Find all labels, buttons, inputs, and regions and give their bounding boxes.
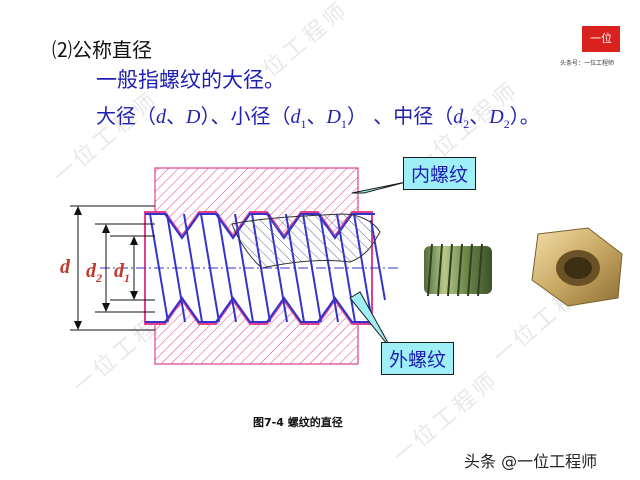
text-part: ）、小径（ xyxy=(200,104,291,128)
text-part: 、 xyxy=(166,104,186,128)
leader-inner xyxy=(351,181,407,194)
bolt-illustration xyxy=(424,243,492,297)
dimension-arrows xyxy=(74,206,138,330)
symbol-d1: d1 xyxy=(290,106,307,131)
section-title: ⑵公称直径 xyxy=(52,38,152,62)
callout-external-thread: 外螺纹 xyxy=(381,342,455,375)
text-part: 、 xyxy=(469,104,490,128)
text-part: 、 xyxy=(306,104,327,128)
cutaway-section xyxy=(231,213,381,269)
label-major-diameter: d xyxy=(60,256,70,278)
brand-logo: 一位 xyxy=(582,26,620,52)
text-part: 大径（ xyxy=(96,104,156,128)
leader-outer xyxy=(349,291,393,351)
symbol-d: d xyxy=(156,106,166,128)
symbol-D1: D1 xyxy=(326,106,347,131)
text-part: ）。 xyxy=(509,104,540,128)
label-pitch-diameter: d2 xyxy=(86,260,102,285)
diameter-terms-line: 大径（d、D）、小径（d1、D1） 、中径（d2、D2）。 xyxy=(96,100,540,132)
callout-internal-thread: 内螺纹 xyxy=(403,157,477,190)
figure-caption: 图7-4 螺纹的直径 xyxy=(253,416,343,429)
definition-line: 一般指螺纹的大径。 xyxy=(96,68,285,92)
symbol-D: D xyxy=(186,106,201,128)
nut-illustration xyxy=(531,227,623,307)
dimension-lines xyxy=(70,205,155,331)
symbol-d2: d2 xyxy=(453,106,470,131)
external-thread-crest-bottom xyxy=(145,296,375,323)
symbol-D2: D2 xyxy=(489,106,510,131)
label-minor-diameter: d1 xyxy=(114,260,130,285)
brand-logo-subtitle: 头条号：一位工程师 xyxy=(560,60,615,67)
text-part: ） 、中径（ xyxy=(346,104,454,128)
footer-credit: 头条 @一位工程师 xyxy=(464,452,598,471)
